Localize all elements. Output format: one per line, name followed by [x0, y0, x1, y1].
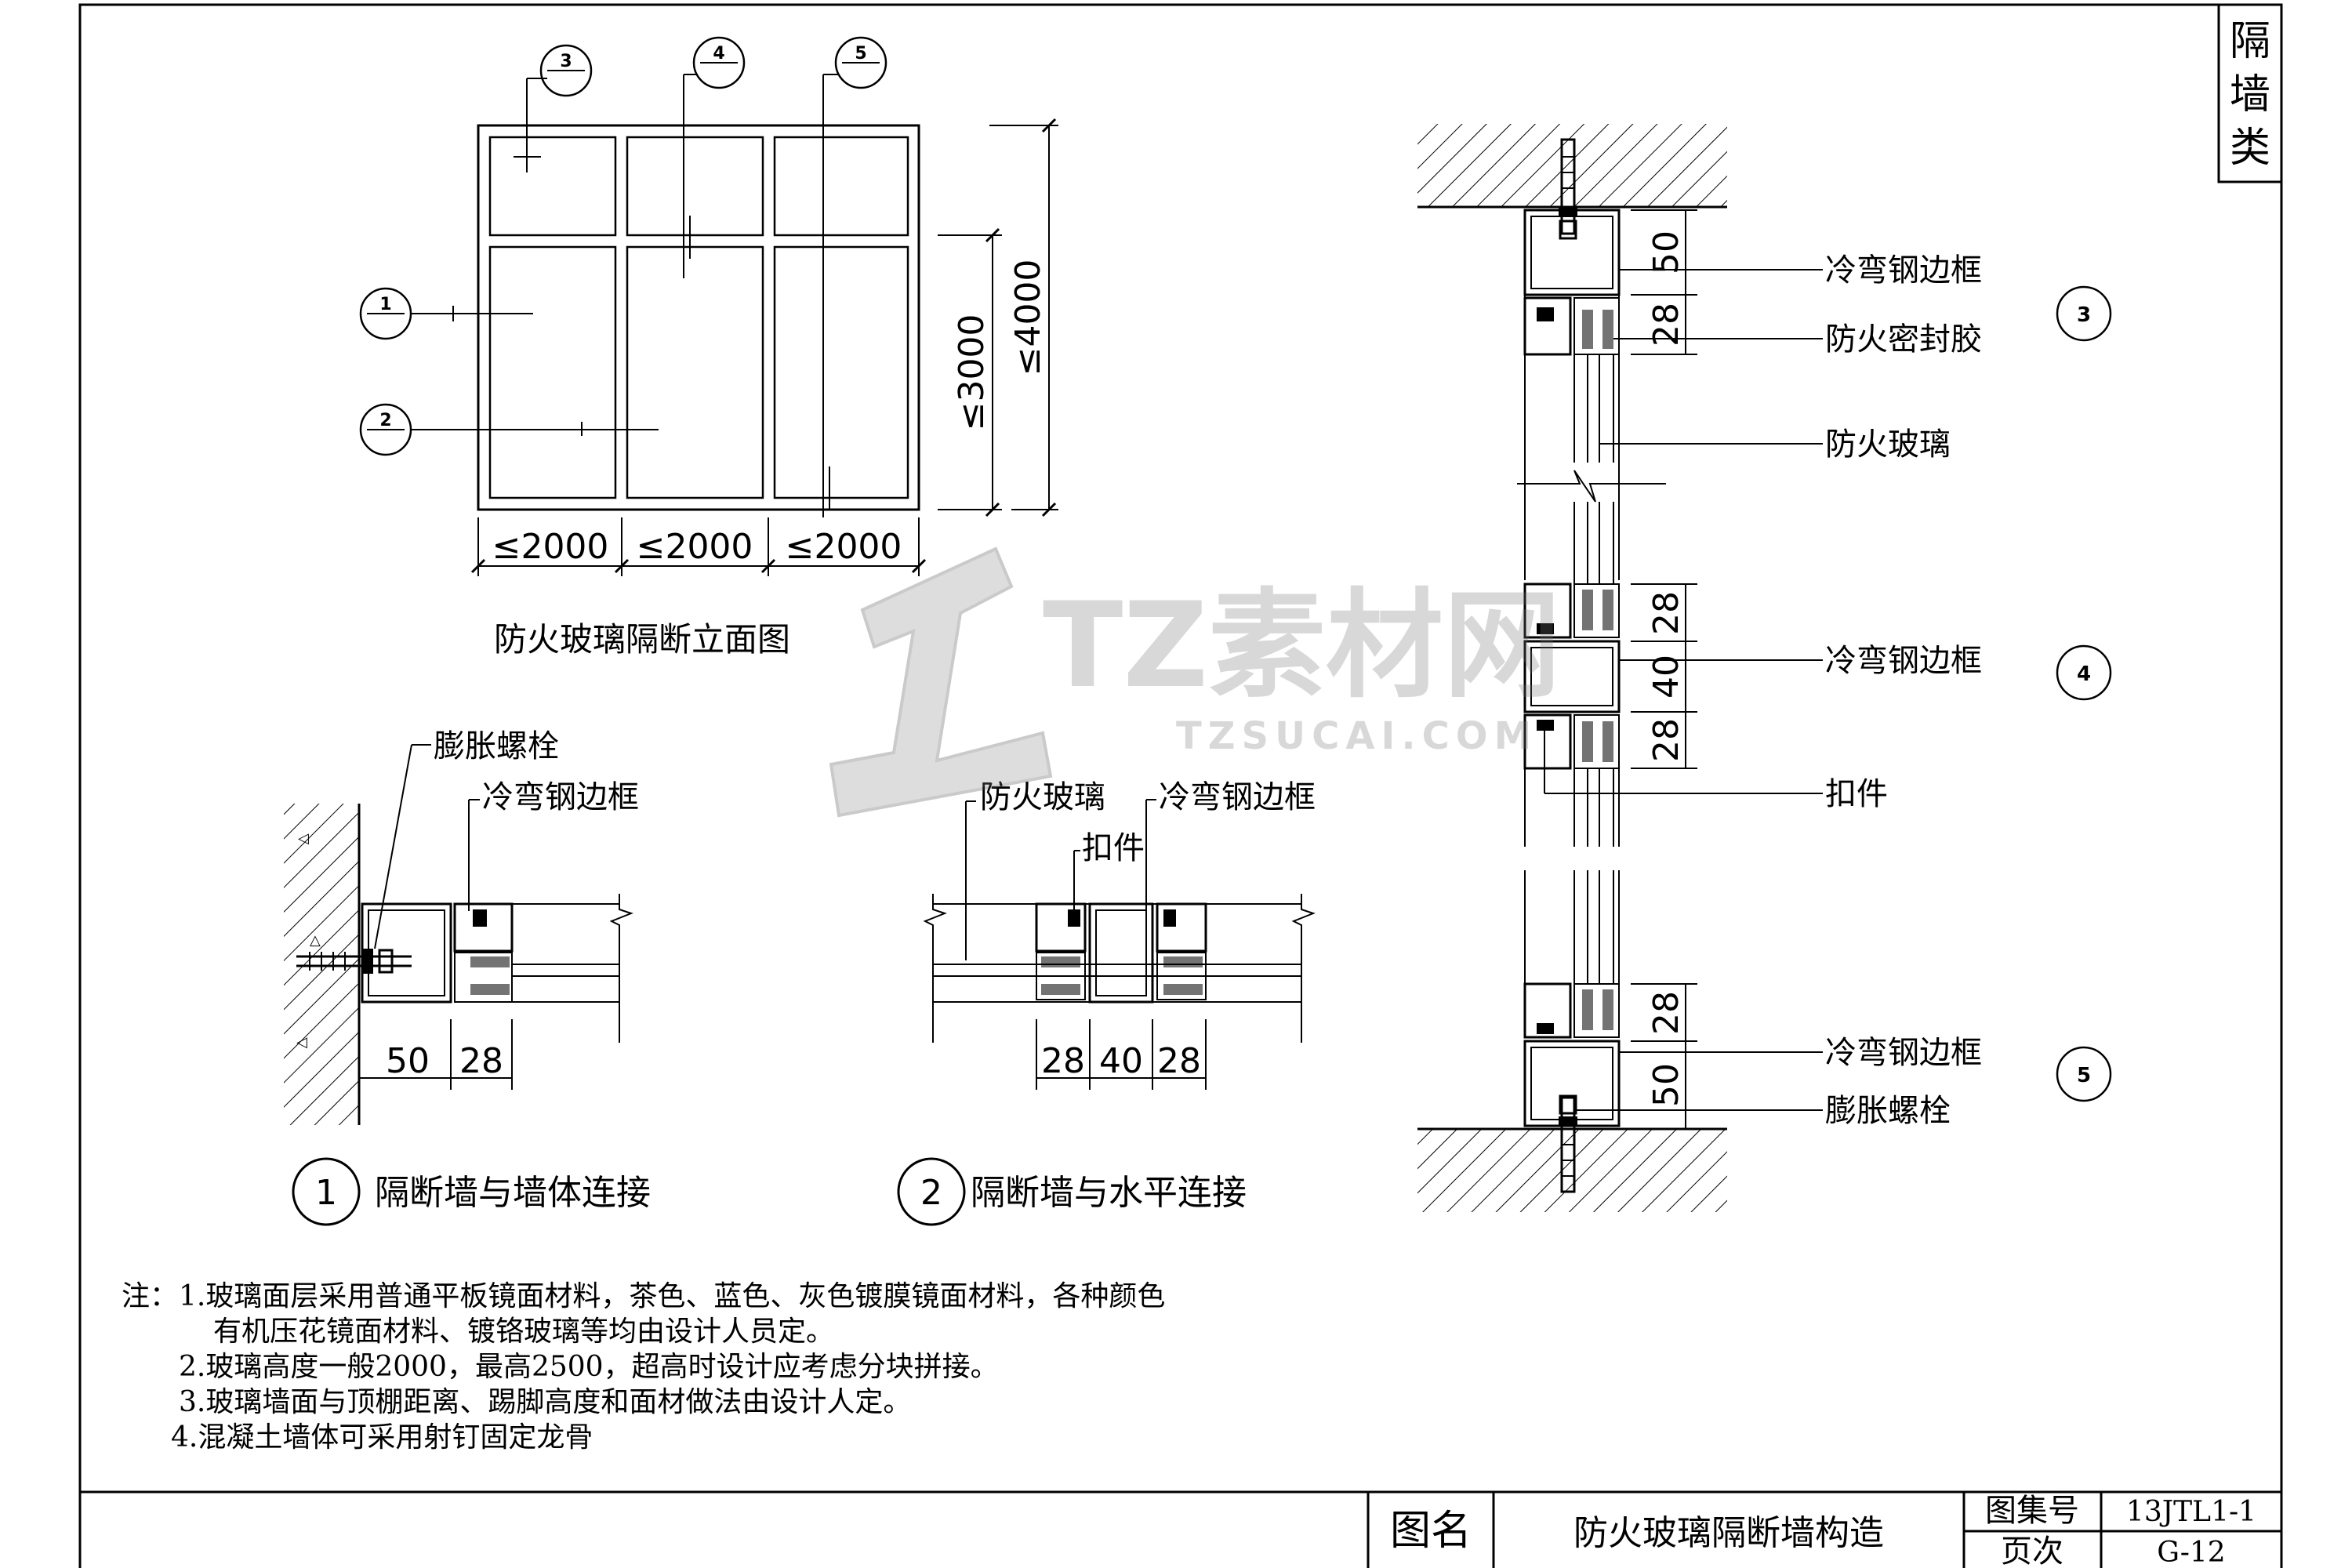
- svg-text:◁: ◁: [298, 830, 309, 847]
- svg-text:3: 3: [560, 52, 572, 71]
- svg-text:◁: ◁: [296, 1034, 307, 1051]
- title-block-page-label: 页次: [2001, 1534, 2063, 1568]
- section-label-frame-bottom: 冷弯钢边框: [1825, 1035, 1982, 1071]
- detail-2-title: 隔断墙与水平连接: [971, 1173, 1247, 1213]
- side-tab-char-1: 隔: [2230, 18, 2270, 65]
- detail-1-dim-2: 28: [459, 1041, 503, 1081]
- callout-1: 1: [359, 287, 533, 340]
- elevation-drawing: 3 4 5 1: [359, 36, 1058, 659]
- note-1b: 有机压花镜面材料、镀铬玻璃等均由设计人员定。: [213, 1316, 834, 1348]
- dim-width-1: ≤2000: [492, 527, 609, 567]
- section-dim-mid-40: 40: [1646, 655, 1686, 699]
- dim-height-total: ≤4000: [1008, 260, 1048, 376]
- svg-text:1: 1: [379, 295, 391, 314]
- section-dim-bottom-28: 28: [1646, 991, 1686, 1035]
- detail-1-title: 隔断墙与墙体连接: [375, 1173, 651, 1213]
- elevation-outer-frame: [477, 124, 920, 511]
- note-1: 1.玻璃面层采用普通平板镜面材料，茶色、蓝色、灰色镀膜镜面材料，各种颜色: [179, 1280, 1165, 1312]
- vertical-section: 50 28 28 40 28 28 50 冷弯钢边框 防火密封胶 防火玻璃 冷弯…: [1417, 124, 2112, 1212]
- watermark-main: TZ素材网: [1043, 578, 1561, 714]
- note-2: 2.玻璃高度一般2000，最高2500，超高时设计应考虑分块拼接。: [179, 1351, 999, 1383]
- side-tab: 隔 墙 类: [2217, 3, 2283, 183]
- title-block-page-value: G-12: [2157, 1537, 2225, 1568]
- watermark: TZ素材网 TZSUCAI.COM: [829, 546, 1561, 818]
- section-dim-bottom-50: 50: [1646, 1063, 1686, 1107]
- section-label-bolt: 膨胀螺栓: [1825, 1093, 1951, 1129]
- svg-text:5: 5: [855, 44, 866, 64]
- detail-1-dim-1: 50: [386, 1041, 430, 1081]
- callout-2: 2: [359, 403, 659, 456]
- dim-width-3: ≤2000: [786, 527, 902, 567]
- detail-1-label-frame: 冷弯钢边框: [482, 779, 639, 815]
- svg-text:2: 2: [379, 411, 391, 430]
- section-label-frame-top: 冷弯钢边框: [1825, 252, 1982, 289]
- section-dim-top-28: 28: [1646, 303, 1686, 347]
- detail-2-number: 2: [920, 1173, 942, 1213]
- title-block-atlas-value: 13JTL1-1: [2126, 1496, 2256, 1528]
- section-marker-4: 4: [2077, 662, 2091, 686]
- detail-2-horizontal-connection: 防火玻璃 扣件 冷弯钢边框 28 40 28 2 隔断墙与水平连接: [897, 779, 1316, 1226]
- detail-2-label-glass: 防火玻璃: [980, 779, 1105, 815]
- section-marker-5: 5: [2077, 1064, 2091, 1087]
- section-label-sealant: 防火密封胶: [1825, 321, 1982, 358]
- title-block-name-label: 图名: [1390, 1508, 1472, 1555]
- watermark-sub: TZSUCAI.COM: [1176, 714, 1537, 758]
- detail-2-dim-3: 28: [1157, 1041, 1201, 1081]
- svg-text:△: △: [310, 932, 321, 949]
- title-block-drawing-name: 防火玻璃隔断墙构造: [1573, 1513, 1884, 1553]
- detail-1-number: 1: [315, 1173, 337, 1213]
- detail-2-label-clip: 扣件: [1082, 830, 1145, 866]
- sheet-border: [78, 3, 2283, 1568]
- elevation-title: 防火玻璃隔断立面图: [494, 620, 790, 659]
- elevation-height-dims: ≤3000 ≤4000: [938, 118, 1058, 517]
- section-dim-top-50: 50: [1646, 230, 1686, 274]
- callout-5: 5: [822, 36, 887, 517]
- section-label-clip: 扣件: [1825, 776, 1888, 812]
- side-tab-char-3: 类: [2230, 125, 2270, 172]
- title-block-atlas-label: 图集号: [1985, 1493, 2079, 1529]
- detail-2-dim-2: 40: [1099, 1041, 1143, 1081]
- section-dim-mid-28b: 28: [1646, 718, 1686, 762]
- section-label-frame-mid: 冷弯钢边框: [1825, 643, 1982, 679]
- notes-prefix: 注：: [122, 1280, 178, 1312]
- callout-3: 3: [514, 44, 593, 172]
- detail-1-label-bolt: 膨胀螺栓: [434, 728, 559, 764]
- title-block: 图名 防火玻璃隔断墙构造 图集号 13JTL1-1 页次 G-12: [80, 1490, 2281, 1568]
- side-tab-char-2: 墙: [2230, 71, 2270, 118]
- notes: 注： 1.玻璃面层采用普通平板镜面材料，茶色、蓝色、灰色镀膜镜面材料，各种颜色 …: [122, 1280, 1165, 1454]
- section-label-glass: 防火玻璃: [1825, 426, 1951, 463]
- dim-height-lower: ≤3000: [952, 314, 992, 431]
- dim-width-2: ≤2000: [637, 527, 753, 567]
- section-dim-mid-28a: 28: [1646, 591, 1686, 635]
- note-3: 3.玻璃墙面与顶棚距离、踢脚高度和面材做法由设计人定。: [179, 1386, 911, 1418]
- detail-2-label-frame: 冷弯钢边框: [1159, 779, 1316, 815]
- callout-4: 4: [683, 36, 746, 278]
- elevation-width-dims: ≤2000 ≤2000 ≤2000: [470, 517, 927, 576]
- note-4: 4.混凝土墙体可采用射钉固定龙骨: [171, 1421, 593, 1454]
- detail-1-wall-connection: ◁ △ ◁ 膨胀螺栓 冷弯钢边框: [284, 728, 651, 1226]
- detail-2-dim-1: 28: [1041, 1041, 1085, 1081]
- section-marker-3: 3: [2077, 303, 2091, 327]
- svg-text:4: 4: [713, 44, 724, 64]
